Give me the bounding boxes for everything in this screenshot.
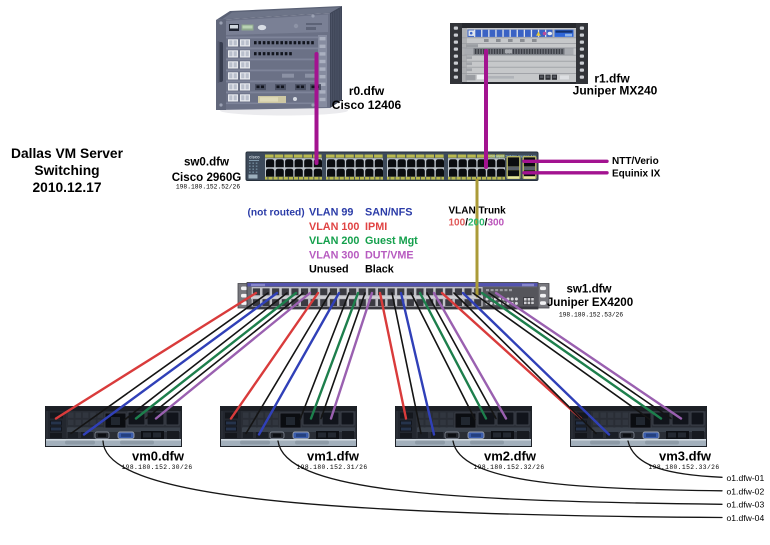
svg-text:198.180.152.32/26: 198.180.152.32/26 <box>473 464 544 471</box>
svg-text:198.180.152.33/26: 198.180.152.33/26 <box>648 464 719 471</box>
svg-text:sw1.dfw: sw1.dfw <box>566 283 612 296</box>
svg-text:o1.dfw-04: o1.dfw-04 <box>727 513 765 523</box>
svg-text:Juniper MX240: Juniper MX240 <box>573 84 658 98</box>
svg-text:DUT/VME: DUT/VME <box>365 249 414 261</box>
svg-text:Juniper EX4200: Juniper EX4200 <box>547 296 633 309</box>
svg-text:o1.dfw-03: o1.dfw-03 <box>727 500 765 510</box>
svg-text:Dallas VM Server: Dallas VM Server <box>11 146 124 161</box>
svg-text:2010.12.17: 2010.12.17 <box>32 180 101 195</box>
svg-text:Guest Mgt: Guest Mgt <box>365 235 418 247</box>
svg-text:Equinix IX: Equinix IX <box>612 169 661 180</box>
svg-text:vm0.dfw: vm0.dfw <box>132 449 185 464</box>
svg-text:NTT/Verio: NTT/Verio <box>612 156 659 167</box>
svg-text:vm2.dfw: vm2.dfw <box>484 449 537 464</box>
svg-text:o1.dfw-01: o1.dfw-01 <box>727 473 765 483</box>
svg-text:o1.dfw-02: o1.dfw-02 <box>727 486 765 496</box>
svg-text:sw0.dfw: sw0.dfw <box>184 156 230 169</box>
svg-text:cisco: cisco <box>249 155 260 160</box>
svg-text:r1.dfw: r1.dfw <box>594 72 630 86</box>
svg-text:vm3.dfw: vm3.dfw <box>659 449 712 464</box>
svg-text:VLAN 300: VLAN 300 <box>309 249 359 261</box>
svg-text:Unused: Unused <box>309 264 349 276</box>
svg-text:vm1.dfw: vm1.dfw <box>307 449 360 464</box>
svg-text:Switching: Switching <box>34 163 99 178</box>
svg-text:r0.dfw: r0.dfw <box>349 84 385 98</box>
svg-text:(not routed): (not routed) <box>248 208 305 219</box>
svg-text:Cisco 12406: Cisco 12406 <box>332 98 402 112</box>
svg-text:198.180.152.53/26: 198.180.152.53/26 <box>559 312 623 319</box>
svg-text:Catalyst 2960G Series 1G: Catalyst 2960G Series 1G <box>490 153 536 158</box>
svg-text:SAN/NFS: SAN/NFS <box>365 207 412 219</box>
svg-text:VLAN 200: VLAN 200 <box>309 235 359 247</box>
svg-text:Black: Black <box>365 264 395 276</box>
svg-text:198.180.152.30/26: 198.180.152.30/26 <box>121 464 192 471</box>
svg-text:198.180.152.52/26: 198.180.152.52/26 <box>176 184 240 191</box>
svg-text:VLAN Trunk: VLAN Trunk <box>449 206 507 217</box>
svg-text:100/200/300: 100/200/300 <box>449 218 505 229</box>
svg-text:Cisco 2960G: Cisco 2960G <box>172 171 242 184</box>
svg-text:IPMI: IPMI <box>365 221 387 233</box>
svg-text:198.180.152.31/26: 198.180.152.31/26 <box>296 464 367 471</box>
svg-text:VLAN 100: VLAN 100 <box>309 221 359 233</box>
svg-text:VLAN 99: VLAN 99 <box>309 207 353 219</box>
